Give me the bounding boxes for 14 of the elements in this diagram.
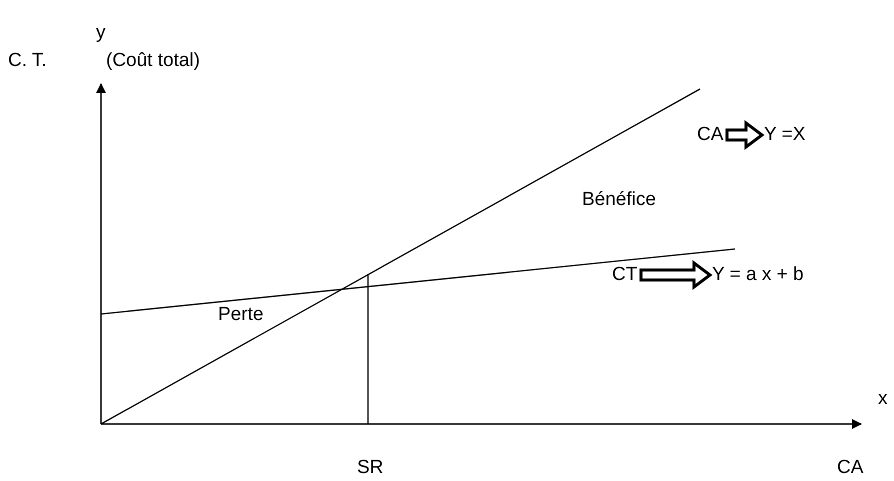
formula-text: Y = a x + b <box>712 264 804 286</box>
axis-label: y <box>96 22 106 44</box>
formula-text: CT <box>612 264 638 286</box>
area-label: Bénéfice <box>582 189 656 211</box>
area-label: Perte <box>218 304 264 326</box>
axis-label: SR <box>357 457 384 479</box>
axis-label: (Coût total) <box>106 50 200 72</box>
formula-text: CA <box>697 124 724 146</box>
axis-label: C. T. <box>8 50 47 72</box>
axis-label: x <box>878 388 888 410</box>
axis-label: CA <box>837 457 864 479</box>
formula-text: Y =X <box>764 124 806 146</box>
block-arrow <box>726 120 764 150</box>
block-arrow <box>640 260 712 290</box>
